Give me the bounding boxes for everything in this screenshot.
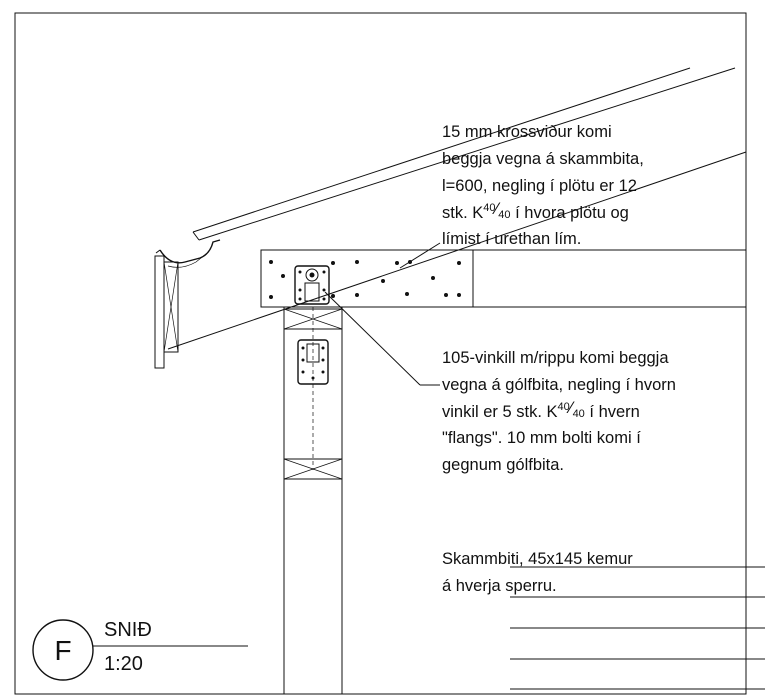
angle-note-line4: "flangs". 10 mm bolti komi í (442, 429, 641, 447)
plywood-note-line5: límist í urethan lím. (442, 230, 581, 248)
section-title: SNIÐ (104, 619, 152, 641)
angle-note-line5: gegnum gólfbita. (442, 456, 564, 474)
section-scale: 1:20 (104, 653, 143, 675)
plywood-note-line4-sup: 40 (483, 202, 495, 214)
angle-note-line3: vinkil er 5 stk. K40⁄40 í hvern (442, 399, 640, 421)
short-beam-note-line2: á hverja sperru. (442, 577, 557, 595)
section-letter: F (54, 635, 71, 666)
plywood-note-line1: 15 mm krossviður komi (442, 123, 612, 141)
plywood-note-line4-post: í hvora plötu og (511, 204, 629, 222)
gutter (155, 239, 221, 268)
roof-sheathing (192, 67, 736, 241)
section-marker-circle (32, 619, 94, 681)
nail-dots (269, 260, 461, 299)
plywood-note-line4: stk. K40⁄40 í hvora plötu og (442, 200, 629, 222)
short-beam-note: Skammbiti, 45x145 kemur á hverja sperru. (442, 550, 633, 595)
angle-note: 105-vinkill m/rippu komi beggja vegna á … (442, 349, 676, 474)
short-beam-note-line1: Skammbiti, 45x145 kemur (442, 550, 633, 568)
fascia-board (154, 255, 179, 369)
title-block: F SNIÐ 1:20 (32, 619, 248, 681)
angle-note-line3-slash: ⁄ (566, 399, 575, 417)
short-beam (260, 249, 746, 308)
plywood-note-line4-slash: ⁄ (492, 200, 501, 218)
post (283, 307, 343, 694)
angle-note-line3-sup: 40 (558, 401, 570, 413)
angle-note-line2: vegna á gólfbita, negling í hvorn (442, 376, 676, 394)
leader-lines (324, 242, 765, 690)
plywood-note: 15 mm krossviður komi beggja vegna á ska… (442, 123, 644, 248)
angle-note-line3-sub: 40 (573, 408, 585, 420)
plywood-note-line2: beggja vegna á skammbita, (442, 150, 644, 168)
angle-bracket-lower (297, 339, 329, 385)
angle-bracket-upper (294, 265, 330, 305)
plywood-note-line4-pre: stk. K (442, 204, 483, 222)
plywood-note-line3: l=600, negling í plötu er 12 (442, 177, 637, 195)
plywood-note-line4-sub: 40 (498, 209, 510, 221)
angle-note-line3-post: í hvern (585, 403, 640, 421)
angle-note-line3-pre: vinkil er 5 stk. K (442, 403, 558, 421)
angle-note-line1: 105-vinkill m/rippu komi beggja (442, 349, 669, 367)
sheet-border (14, 12, 747, 695)
